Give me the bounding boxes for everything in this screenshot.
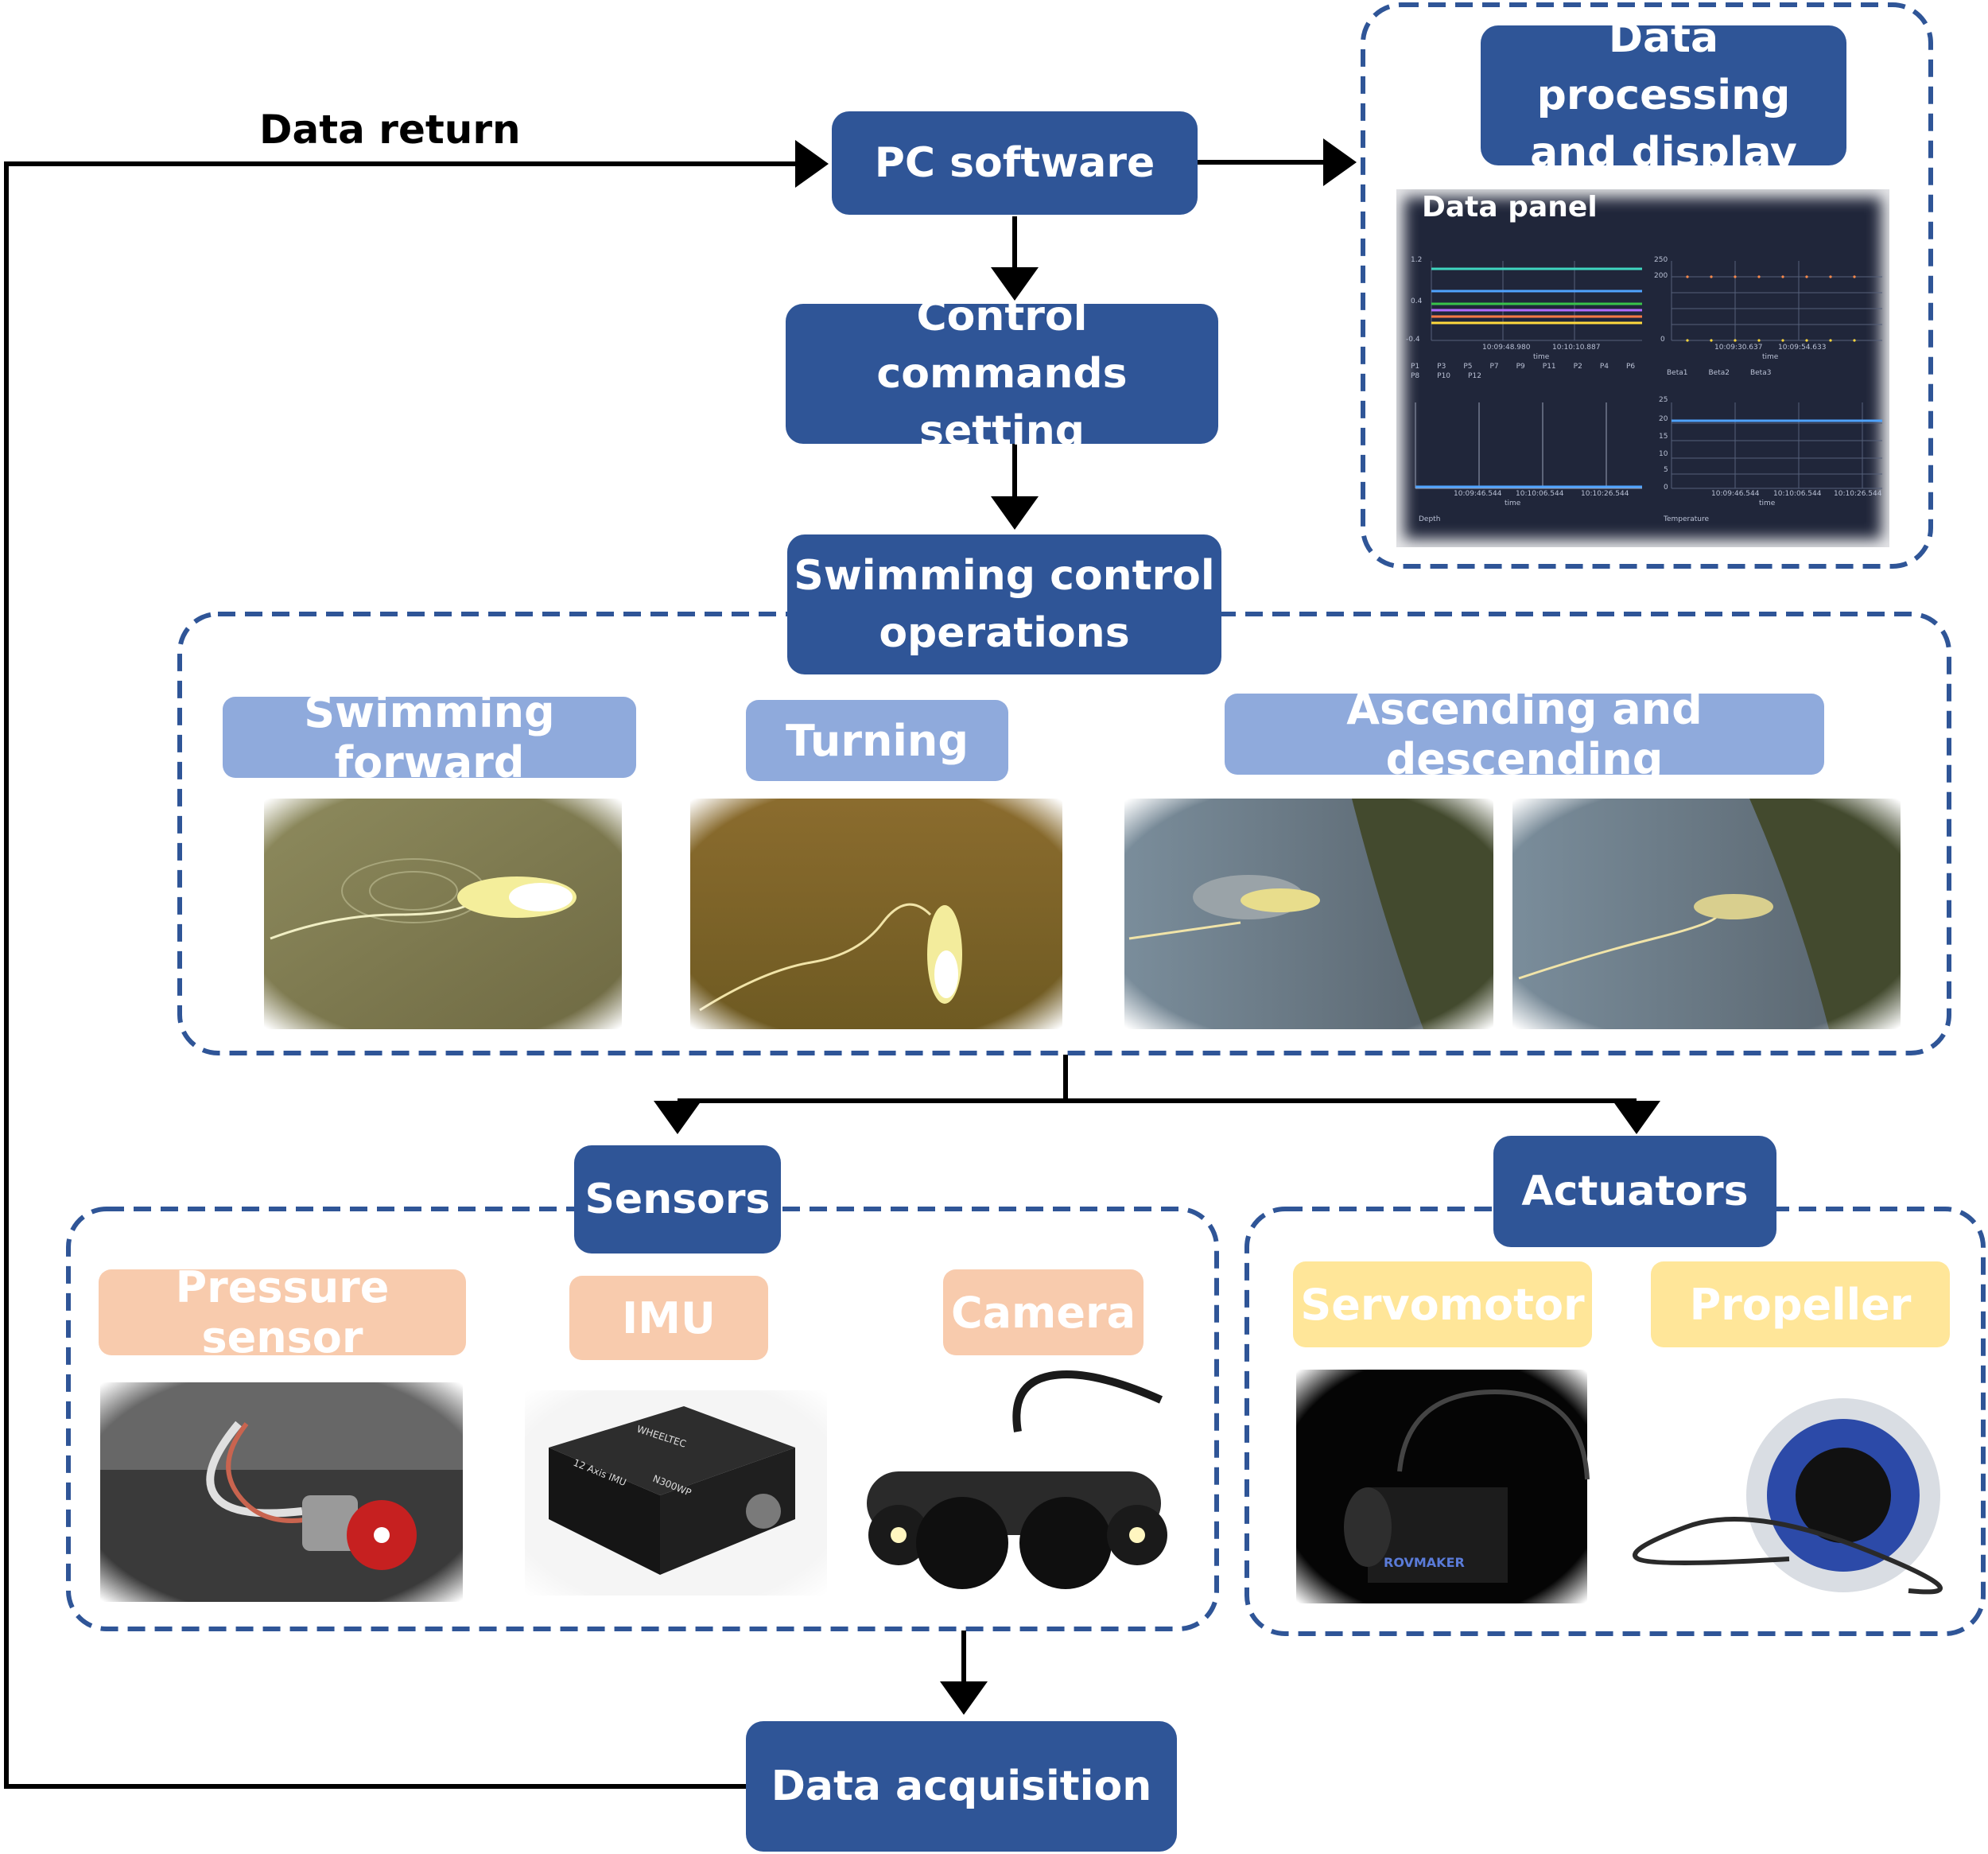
chart2-ytick: 250: [1654, 256, 1668, 264]
chart4-ytick: 25: [1659, 396, 1668, 404]
chart3-xtick: 10:10:26.544: [1581, 490, 1629, 498]
swimming-control-line1: Swimming control: [794, 552, 1215, 600]
swimming-control-line2: operations: [879, 609, 1130, 657]
photo-camera: [835, 1368, 1193, 1607]
turning-label: Turning: [746, 700, 1008, 781]
chart1-legend: P1 P3 P5 P7 P9 P11 P2 P4 P6 P8 P10 P12: [1411, 363, 1649, 380]
swimming-control-box: Swimming control operations: [787, 534, 1221, 674]
actuators-box: Actuators: [1493, 1136, 1776, 1247]
legend-temperature: Temperature: [1664, 515, 1710, 523]
chart2-xtick: 10:09:30.637: [1714, 344, 1763, 352]
arrow-data-return: [4, 140, 829, 1789]
photo-turning: [690, 799, 1062, 1029]
chart1-ytick: -0.4: [1406, 336, 1420, 344]
swimming-forward-label: Swimming forward: [223, 687, 636, 787]
chart4-xtick: 10:09:46.544: [1711, 490, 1760, 498]
chart3-xlabel: time: [1505, 499, 1521, 507]
legend-beta2: Beta2: [1708, 369, 1730, 377]
photo-descending: [1512, 799, 1901, 1029]
imu-label: IMU: [569, 1276, 768, 1360]
control-commands-box: Control commands setting: [786, 293, 1218, 455]
legend-p7: P7: [1489, 363, 1499, 371]
legend-p2: P2: [1573, 363, 1582, 371]
chart4-ytick: 5: [1664, 466, 1668, 474]
chart2-ytick: 200: [1654, 272, 1668, 280]
chart4-xtick: 10:10:26.544: [1834, 490, 1882, 498]
legend-p12: P12: [1468, 372, 1481, 380]
data-panel-title: Data panel: [1422, 191, 1598, 223]
control-commands-line1: Control commands: [876, 293, 1128, 398]
legend-p4: P4: [1599, 363, 1609, 371]
chart3-xtick: 10:09:46.544: [1454, 490, 1502, 498]
data-processing-line2: and display: [1530, 129, 1797, 177]
chart4-ytick: 20: [1659, 415, 1668, 423]
photo-swimming-forward: [264, 799, 622, 1029]
sensors-box: Sensors: [574, 1145, 781, 1253]
legend-p10: P10: [1437, 372, 1451, 380]
chart1-ytick: 0.4: [1411, 297, 1423, 305]
data-panel-screenshot: Data panel 1.2 0.4 -0.4 10:09:48.980 10:…: [1396, 189, 1889, 547]
data-acquisition-box: Data acquisition: [746, 1721, 1177, 1852]
chart2-ytick: 0: [1660, 336, 1665, 344]
chart1-xtick: 10:10:10.887: [1552, 344, 1601, 352]
control-commands-line2: setting: [919, 407, 1085, 455]
pressure-sensor-label: Pressure sensor: [99, 1262, 466, 1362]
chart-temperature: [1671, 402, 1882, 489]
chart-depth: [1415, 402, 1642, 489]
chart4-ytick: 0: [1664, 484, 1668, 492]
chart2-xtick: 10:09:54.633: [1778, 344, 1827, 352]
photo-ascending: [1124, 799, 1493, 1029]
propeller-label: Propeller: [1651, 1261, 1950, 1347]
sensors-label: Sensors: [584, 1176, 771, 1223]
photo-imu: WHEELTEC 12 Axis IMU N300WP: [525, 1390, 827, 1596]
chart4-ytick: 10: [1659, 450, 1668, 458]
data-return-label: Data return: [259, 107, 521, 153]
chart1-xtick: 10:09:48.980: [1482, 344, 1531, 352]
photo-propeller: [1614, 1370, 1948, 1608]
legend-beta3: Beta3: [1749, 369, 1772, 377]
legend-beta1: Beta1: [1667, 369, 1688, 377]
chart4-xtick: 10:10:06.544: [1773, 490, 1822, 498]
legend-p1: P1: [1411, 363, 1420, 371]
chart1-xlabel: time: [1533, 353, 1550, 361]
chart1-ytick: 1.2: [1411, 256, 1423, 264]
legend-p11: P11: [1542, 363, 1556, 371]
chart4-xlabel: time: [1759, 499, 1776, 507]
legend-p5: P5: [1463, 363, 1473, 371]
sensors-group: [66, 1207, 1219, 1631]
photo-servomotor: ROVMAKER: [1296, 1370, 1590, 1603]
chart3-xtick: 10:10:06.544: [1516, 490, 1564, 498]
legend-p8: P8: [1411, 372, 1420, 380]
legend-p3: P3: [1437, 363, 1446, 371]
servomotor-label: Servomotor: [1293, 1261, 1592, 1347]
data-processing-box: Data processing and display: [1481, 14, 1846, 177]
data-processing-line1: Data processing: [1536, 14, 1791, 119]
data-processing-group: [1361, 2, 1933, 569]
chart2-xlabel: time: [1762, 353, 1779, 361]
chart2-legend: Beta1 Beta2 Beta3: [1667, 369, 1771, 377]
legend-p6: P6: [1625, 363, 1636, 371]
pc-software-label: PC software: [874, 139, 1155, 187]
data-acquisition-label: Data acquisition: [771, 1763, 1152, 1810]
legend-p9: P9: [1516, 363, 1525, 371]
chart4-ytick: 15: [1659, 433, 1668, 441]
ascending-descending-label: Ascending and descending: [1225, 684, 1824, 784]
camera-label: Camera: [943, 1269, 1143, 1355]
chart-beta: [1671, 261, 1882, 342]
photo-pressure-sensor: [100, 1382, 463, 1602]
pc-software-box: PC software: [832, 111, 1198, 215]
actuators-label: Actuators: [1521, 1168, 1749, 1215]
legend-depth: Depth: [1419, 515, 1441, 523]
chart-joint-positions: [1431, 261, 1642, 341]
